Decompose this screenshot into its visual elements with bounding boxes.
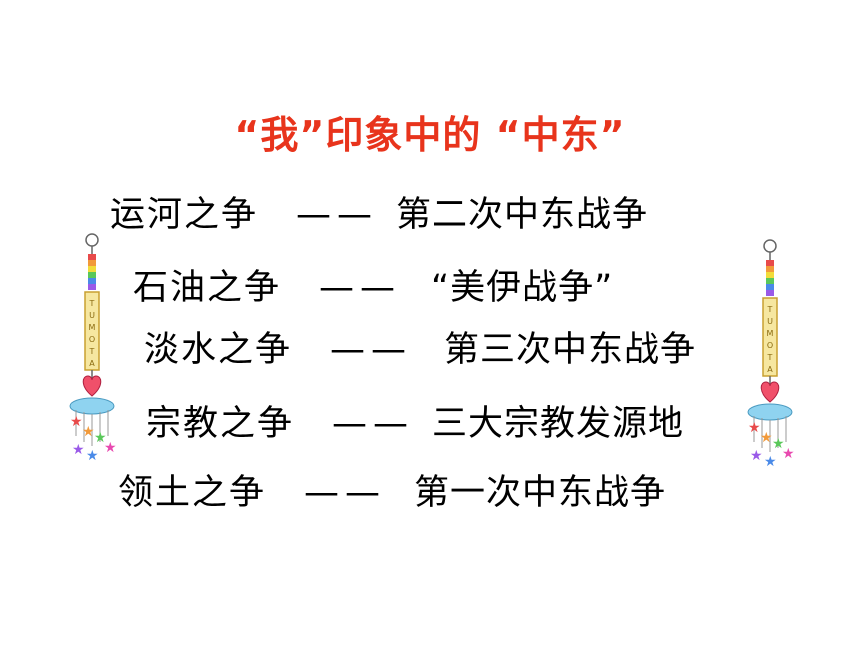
- topic-description: 三大宗教发源地: [432, 404, 685, 444]
- topic-label: 石油之争: [133, 268, 282, 308]
- list-item: 宗教之争 —— 三大宗教发源地: [146, 402, 684, 446]
- svg-text:M: M: [89, 323, 96, 332]
- topic-description: “美伊战争”: [431, 268, 614, 308]
- svg-text:★: ★: [82, 424, 95, 440]
- topic-description: 第二次中东战争: [396, 195, 649, 235]
- topic-label: 宗教之争: [146, 404, 295, 444]
- dash-separator: ——: [332, 404, 415, 444]
- svg-text:★: ★: [104, 440, 117, 456]
- svg-text:★: ★: [72, 442, 85, 458]
- svg-text:O: O: [767, 341, 773, 350]
- hanging-wind-chime-icon: T U M O T A ★ ★ ★ ★ ★ ★: [69, 233, 117, 464]
- svg-text:★: ★: [782, 446, 795, 462]
- svg-text:★: ★: [764, 454, 777, 470]
- svg-text:T: T: [767, 353, 773, 362]
- svg-text:★: ★: [70, 414, 83, 430]
- list-item: 淡水之争 —— 第三次中东战争: [144, 328, 696, 372]
- svg-text:★: ★: [772, 436, 785, 452]
- svg-text:★: ★: [86, 448, 99, 464]
- svg-text:★: ★: [748, 420, 761, 436]
- svg-text:M: M: [767, 329, 774, 338]
- svg-text:A: A: [89, 359, 95, 368]
- svg-text:★: ★: [760, 430, 773, 446]
- svg-text:★: ★: [94, 430, 107, 446]
- topic-label: 淡水之争: [144, 330, 293, 370]
- svg-text:T: T: [89, 347, 95, 356]
- dash-separator: ——: [304, 473, 387, 513]
- dash-separator: ——: [319, 268, 402, 308]
- svg-text:T: T: [767, 305, 773, 314]
- list-item: 运河之争 —— 第二次中东战争: [110, 193, 648, 237]
- svg-text:T: T: [89, 299, 95, 308]
- topic-label: 运河之争: [110, 195, 259, 235]
- topic-description: 第三次中东战争: [444, 330, 697, 370]
- page-title: “我”印象中的 “中东”: [234, 113, 626, 157]
- hanging-wind-chime-icon: T U M O T A ★ ★ ★ ★ ★ ★: [747, 239, 795, 470]
- list-item: 石油之争 —— “美伊战争”: [133, 266, 613, 310]
- dash-separator: ——: [296, 195, 379, 235]
- topic-label: 领土之争: [118, 473, 267, 513]
- svg-text:U: U: [89, 311, 95, 320]
- list-item: 领土之争 —— 第一次中东战争: [118, 471, 666, 515]
- svg-text:O: O: [89, 335, 95, 344]
- svg-text:U: U: [767, 317, 773, 326]
- dash-separator: ——: [330, 330, 413, 370]
- svg-text:★: ★: [750, 448, 763, 464]
- topic-description: 第一次中东战争: [414, 473, 667, 513]
- svg-text:A: A: [767, 365, 773, 374]
